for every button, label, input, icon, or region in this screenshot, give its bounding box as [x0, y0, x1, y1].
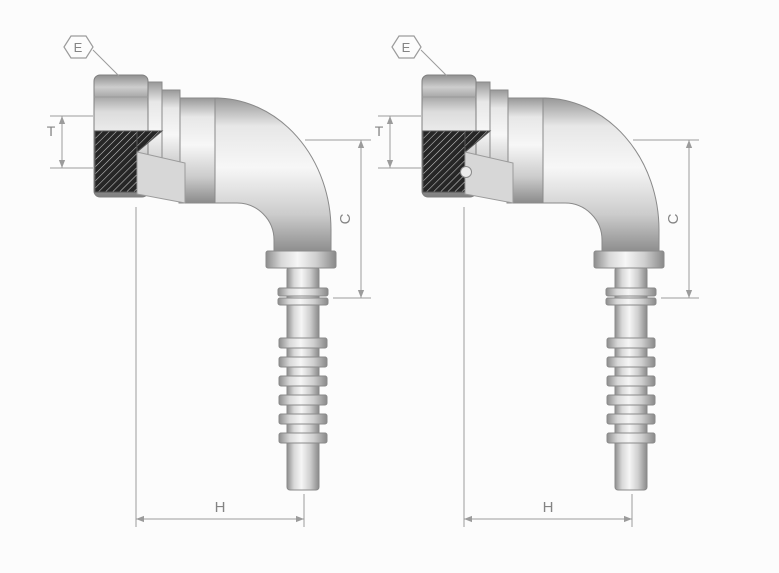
label-t-right: T [375, 123, 384, 139]
label-t-left: T [47, 123, 56, 139]
label-h-right: H [543, 499, 554, 516]
swivel-ball-detail [460, 166, 472, 178]
fitting-left [50, 36, 371, 527]
label-e-right: E [402, 40, 411, 55]
label-h-left: H [215, 499, 226, 516]
fitting-right [378, 36, 699, 527]
label-e-left: E [74, 40, 83, 55]
label-c-left: C [337, 213, 354, 224]
label-c-right: C [665, 213, 682, 224]
